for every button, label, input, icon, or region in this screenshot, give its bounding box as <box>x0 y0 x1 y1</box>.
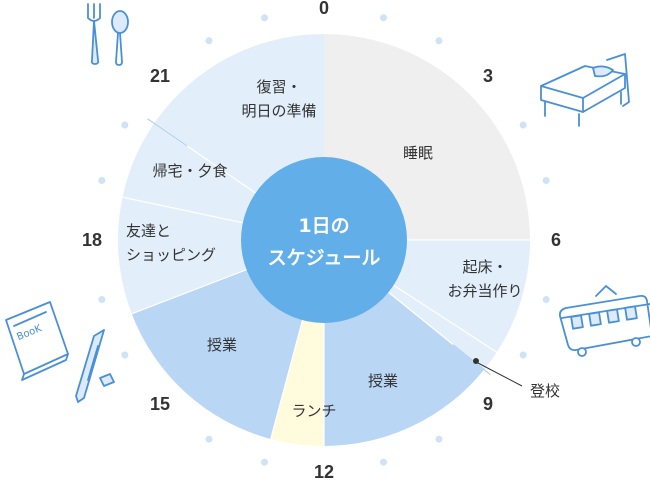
hour-tick-dots <box>98 14 550 466</box>
hour-label-0: 0 <box>319 0 329 18</box>
hour-label-9: 9 <box>483 394 493 414</box>
segment-label-wakeup-1: お弁当作り <box>447 282 522 300</box>
hour-labels: 0 3 6 9 12 15 18 21 <box>82 0 561 480</box>
hour-dot-17 <box>98 296 106 303</box>
center-label-line-2: スケジュール <box>268 247 381 269</box>
hour-label-18: 18 <box>82 230 102 250</box>
divider-dinner <box>122 196 245 224</box>
hour-dot-11 <box>380 458 387 466</box>
hour-label-6: 6 <box>551 230 561 250</box>
segment-label-review-1: 明日の準備 <box>241 102 316 120</box>
fork-spoon-icon <box>87 3 129 66</box>
hour-dot-20 <box>121 121 129 129</box>
segment-label-lunch-0: ランチ <box>291 402 336 420</box>
hour-dot-22 <box>205 37 213 45</box>
divider-class-pm <box>270 318 304 440</box>
hour-label-3: 3 <box>483 66 493 86</box>
segment-label-class-pm-0: 授業 <box>207 336 237 354</box>
boundary-line-8.6 <box>452 344 491 376</box>
hour-dot-19 <box>98 177 106 184</box>
bed-icon <box>540 53 630 127</box>
hour-dot-5 <box>542 177 550 184</box>
segment-label-shopping-0: 友達と <box>126 222 171 240</box>
divider-commute <box>391 283 498 353</box>
callout-label: 登校 <box>530 382 560 400</box>
hour-dot-1 <box>380 14 387 22</box>
hour-dot-14 <box>205 435 213 443</box>
hour-dot-23 <box>261 14 268 22</box>
hour-label-21: 21 <box>150 66 170 86</box>
hour-dot-16 <box>121 351 129 359</box>
boundary-line-20.3 <box>147 118 188 147</box>
train-icon <box>558 285 650 357</box>
segment-label-wakeup-0: 起床・ <box>462 258 507 276</box>
callout-line <box>477 362 523 387</box>
hour-label-12: 12 <box>314 462 334 480</box>
segment-dividers <box>122 118 530 446</box>
divider-shopping <box>131 268 249 315</box>
center-label-line-1: 1日の <box>298 215 349 237</box>
hour-label-15: 15 <box>150 394 170 414</box>
hour-dot-10 <box>435 435 443 443</box>
segment-shopping <box>118 197 324 314</box>
commute-callout: 登校 <box>473 358 560 400</box>
segment-label-dinner-0: 帰宅・夕食 <box>152 162 227 180</box>
center-disc <box>241 157 407 323</box>
callout-dot <box>473 358 479 364</box>
hour-dot-4 <box>519 121 527 129</box>
segment-label-shopping-1: ショッピング <box>126 246 216 264</box>
segment-label-class-am-0: 授業 <box>368 372 398 390</box>
hour-dot-2 <box>435 37 443 45</box>
book-pen-icon: BooK <box>5 301 115 403</box>
hour-dot-13 <box>261 458 268 466</box>
segment-label-review-0: 復習・ <box>256 78 301 96</box>
segment-label-sleep-0: 睡眠 <box>403 144 433 162</box>
hour-dot-7 <box>542 296 550 303</box>
hour-dot-8 <box>519 351 527 359</box>
